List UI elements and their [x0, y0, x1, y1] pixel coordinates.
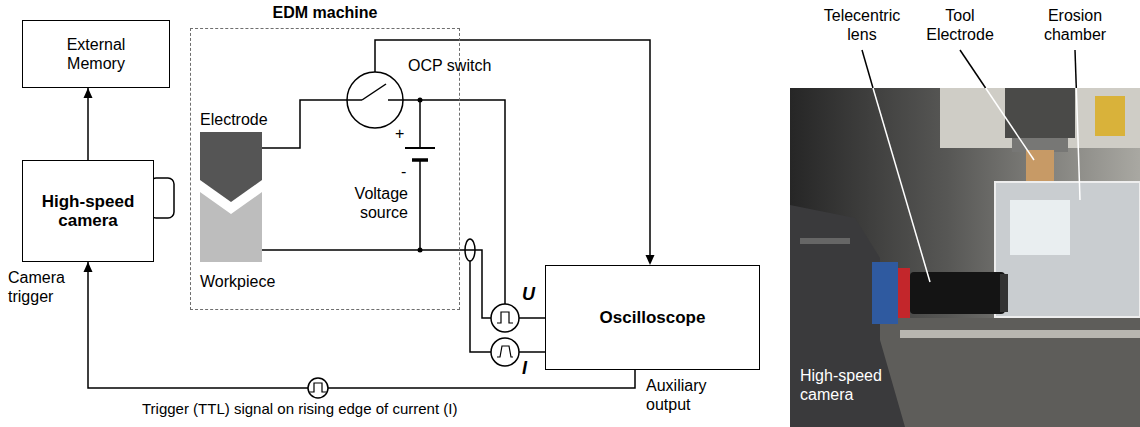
circuit-wire [419, 100, 421, 148]
meter-symbol [497, 312, 513, 323]
setup-photo [790, 205, 905, 427]
junction-dot [418, 248, 423, 253]
circuit-wire [470, 261, 491, 352]
battery-symbol [405, 148, 435, 160]
camera-box: High-speed camera [22, 160, 154, 262]
region-heading: EDM machine [191, 3, 459, 22]
setup-photo [790, 88, 1140, 427]
polarity-sign: - [401, 162, 406, 181]
photo-callout: Telecentric lens [812, 6, 912, 44]
node-text: Oscilloscope [600, 308, 706, 327]
setup-photo [898, 268, 910, 318]
electrode-shape [200, 132, 262, 202]
oscilloscope-box: Oscilloscope [545, 265, 760, 370]
polarity-sign: + [395, 124, 404, 143]
meter-symbol [497, 346, 513, 357]
switch-symbol [362, 84, 386, 100]
photo-callout: High-speed camera [800, 366, 896, 404]
junction-dot [418, 98, 423, 103]
node-text: External Memory [48, 35, 144, 73]
signal-label: Auxiliary output [646, 376, 726, 414]
leader-line [1075, 50, 1076, 88]
pulse-symbol [308, 378, 328, 398]
switch-symbol [347, 72, 403, 128]
workpiece-shape [200, 192, 262, 262]
part-label: Voltage source [332, 184, 408, 222]
setup-photo [1005, 88, 1075, 138]
setup-photo [995, 182, 1140, 317]
signal-name: U [522, 284, 535, 305]
photo-callout: Erosion chamber [1035, 6, 1115, 44]
circuit-wire [262, 100, 347, 148]
setup-photo [900, 330, 1140, 338]
circuit-wire [403, 100, 505, 304]
setup-photo [800, 238, 850, 244]
node-text: High-speed camera [32, 192, 144, 230]
battery-symbol [405, 147, 435, 149]
meter-symbol [491, 304, 519, 332]
memory-box: External Memory [22, 20, 170, 88]
circuit-wire [262, 250, 491, 318]
pulse-symbol [309, 383, 327, 392]
meter-symbol [491, 304, 519, 366]
meter-symbol [491, 338, 519, 366]
setup-photo [872, 262, 898, 324]
leader-line [1076, 88, 1080, 200]
switch-symbol [347, 99, 362, 101]
signal-arrow [87, 88, 89, 160]
leader-line [862, 50, 1080, 282]
signal-name: I [522, 358, 527, 379]
leader-line [873, 88, 930, 282]
setup-photo [1095, 96, 1125, 136]
switch-symbol [347, 72, 403, 128]
switch-symbol [388, 99, 403, 101]
leader-line [960, 50, 986, 88]
setup-photo [790, 88, 1140, 427]
part-label: Electrode [200, 110, 268, 129]
circuit-wire [519, 317, 545, 319]
pulse-symbol [308, 378, 328, 398]
current-probe [465, 239, 475, 261]
setup-photo [1000, 274, 1008, 312]
electrode-shape [200, 132, 262, 202]
setup-photo [910, 272, 1005, 314]
circuit-wire [519, 351, 545, 353]
edge-label: Trigger (TTL) signal on rising edge of c… [142, 400, 457, 417]
workpiece-shape [200, 192, 262, 262]
leader-line [862, 50, 873, 88]
arrow-head [646, 255, 655, 265]
arrow-head [84, 262, 93, 272]
leader-line [986, 88, 1034, 160]
part-label: OCP switch [408, 56, 491, 75]
part-label: Workpiece [200, 272, 275, 291]
circuit-wire [375, 40, 650, 256]
setup-photo [1010, 200, 1070, 255]
photo-callout: Tool Electrode [920, 6, 1000, 44]
circuit-wire [419, 160, 421, 250]
arrow-head [84, 88, 93, 98]
battery-symbol [412, 158, 428, 162]
signal-label: Camera trigger [8, 268, 76, 306]
